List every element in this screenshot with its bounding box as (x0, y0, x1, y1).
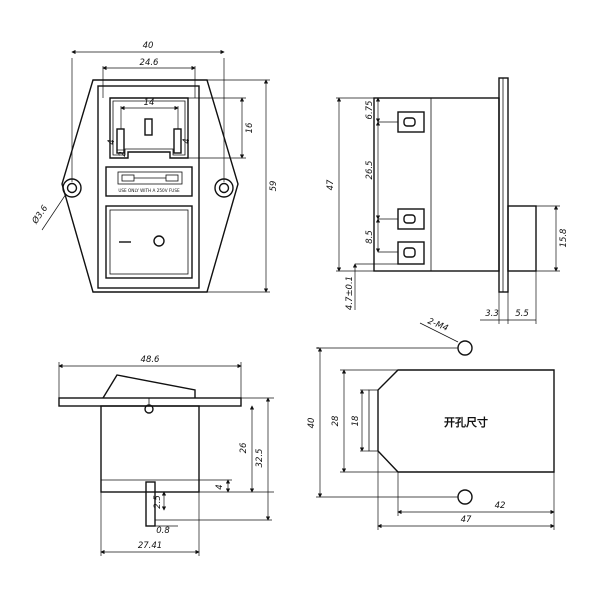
pin-left-b: 2 (118, 151, 128, 156)
rocker-switch (105, 205, 193, 279)
pin-left-a: 4 (107, 139, 117, 144)
dim-cutout-m4: 2-M4 (426, 317, 449, 334)
dim-bottom-25: 2.5 (153, 495, 163, 509)
dim-inlet-width: 24.6 (140, 58, 160, 68)
dim-pin-spacing: 14 (144, 98, 155, 108)
iec-inlet-inner (112, 100, 186, 156)
rocker-switch-face (109, 209, 189, 275)
pin-left (116, 128, 125, 154)
dim-bottom-486: 48.6 (141, 355, 161, 365)
cutout-mount-hole-bottom (457, 489, 473, 505)
dim-cutout-40: 40 (307, 418, 317, 429)
fuse-holder (105, 166, 193, 197)
side-flange (498, 77, 509, 293)
dim-height: 59 (269, 181, 279, 192)
dim-side-85: 8.5 (365, 230, 375, 244)
side-view: 47 6.75 26.5 8.5 4.7±0.1 15.8 3.3 5.5 (326, 77, 569, 324)
bottom-terminal (145, 481, 156, 527)
terminal-middle (397, 208, 425, 230)
front-flange-outline (61, 79, 239, 293)
cutout-title: 开孔尺寸 (444, 415, 488, 429)
iec-inlet (109, 97, 189, 159)
terminal-bottom (397, 241, 425, 265)
pin-center (144, 118, 153, 136)
terminal-top (397, 111, 425, 133)
dim-hole: Ø3.6 (29, 203, 51, 227)
cutout-inner (368, 389, 378, 452)
dim-width: 40 (143, 41, 154, 51)
dim-inlet-height: 16 (245, 122, 255, 133)
dim-cutout-28: 28 (331, 415, 341, 426)
bottom-body (100, 405, 200, 493)
fuse-slot (117, 171, 183, 185)
dim-bottom-2741: 27.41 (138, 541, 162, 551)
dim-cutout-18: 18 (351, 415, 361, 426)
dim-side-55: 5.5 (515, 309, 529, 319)
dim-bottom-325: 32.5 (255, 449, 265, 468)
pin-right (173, 128, 182, 154)
switch-off-mark (153, 235, 165, 247)
dim-cutout-42: 42 (495, 501, 506, 511)
dim-bottom-26: 26 (239, 442, 249, 453)
side-body (373, 97, 500, 272)
dim-side-158: 15.8 (559, 228, 569, 248)
front-body (97, 85, 200, 289)
bottom-rocker (102, 374, 196, 399)
dim-bottom-08: 0.8 (156, 526, 170, 536)
cutout-view: 开孔尺寸 2-M4 40 28 18 42 47 (307, 317, 555, 530)
pin-right: 4 (182, 138, 192, 143)
dim-side-265: 26.5 (365, 161, 375, 180)
cutout-mount-hole-top (457, 340, 473, 356)
fuse-label: USE ONLY WITH A 250V FUSE (118, 188, 180, 193)
dim-side-675: 6.75 (365, 101, 375, 120)
bottom-view: 48.6 26 32.5 4 2.5 0.8 27.41 (58, 355, 274, 556)
dim-side-47: 47 (326, 179, 336, 190)
dim-cutout-47: 47 (461, 515, 472, 525)
side-switch-body (507, 205, 537, 272)
dim-side-47t: 4.7±0.1 (345, 276, 355, 310)
dim-side-33: 3.3 (485, 309, 499, 319)
dim-bottom-4: 4 (215, 484, 225, 489)
front-view: USE ONLY WITH A 250V FUSE 40 24.6 14 16 (29, 41, 279, 293)
